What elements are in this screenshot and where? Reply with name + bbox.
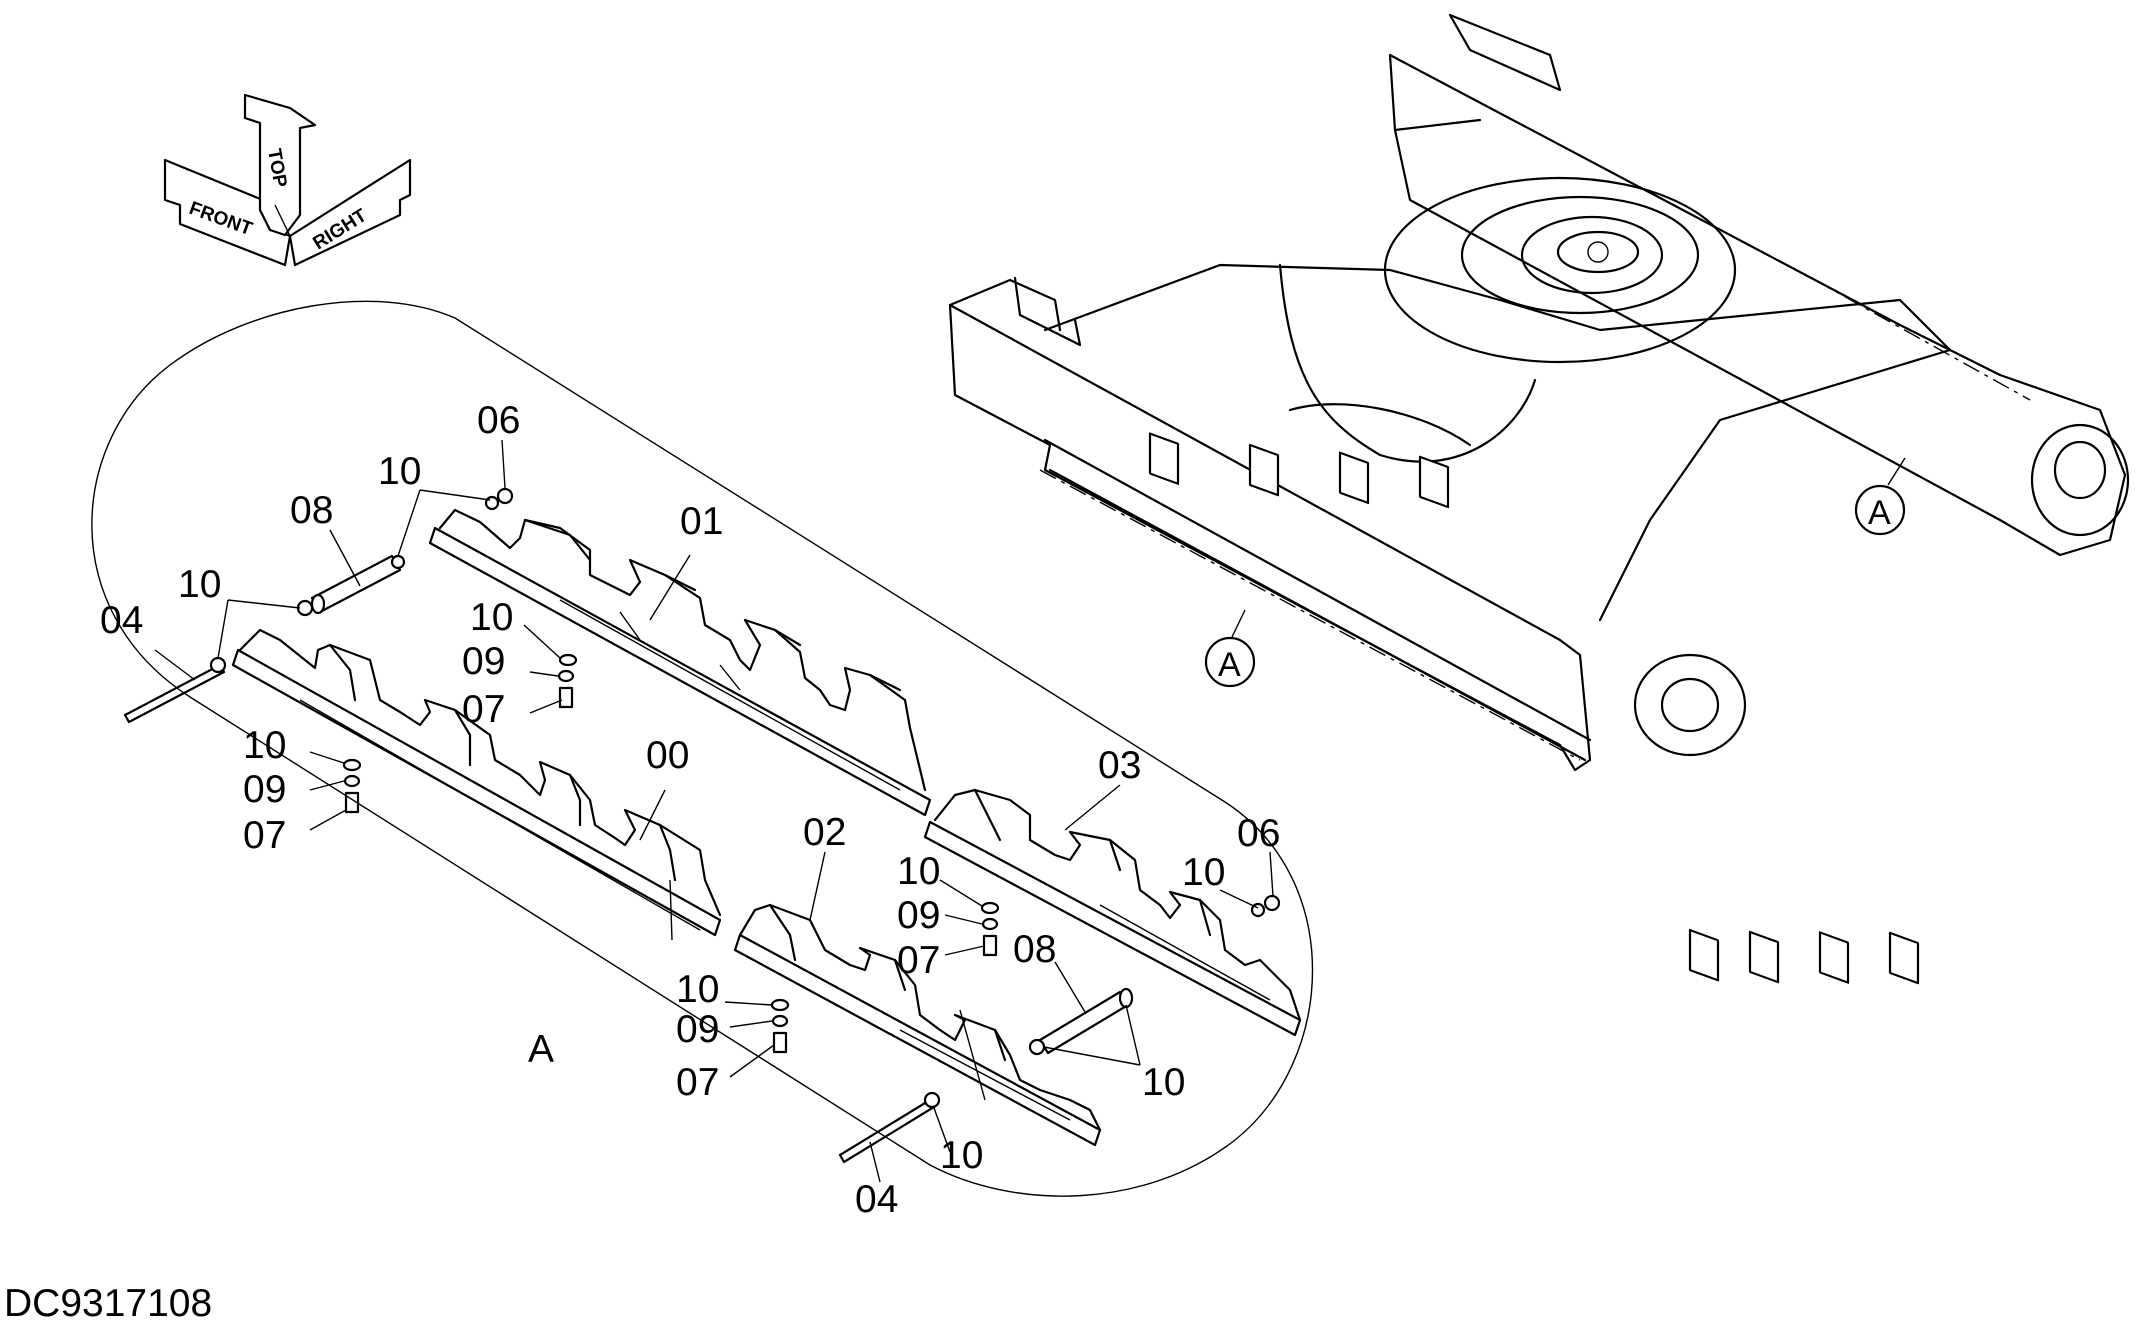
callout-01: 01	[680, 500, 723, 543]
frame-marker-a-right: A	[1868, 494, 1891, 532]
callout-06-upper: 06	[477, 399, 520, 442]
callout-10-bottom: 10	[940, 1134, 983, 1177]
callout-02: 02	[803, 811, 846, 854]
detail-a-label: A	[528, 1028, 554, 1071]
leader-lines	[154, 439, 1274, 1183]
hardware	[123, 487, 1281, 1164]
callout-10-left: 10	[178, 563, 221, 606]
callout-10-upper: 10	[378, 450, 421, 493]
undercarriage-frame: A A	[948, 13, 2130, 985]
callout-10-mid-right: 10	[897, 850, 940, 893]
callout-10-lower-mid: 10	[676, 968, 719, 1011]
callout-09-mid-right: 09	[897, 894, 940, 937]
part-03-track-guard	[923, 788, 1302, 1037]
part-01-track-guard	[428, 508, 932, 817]
callout-10-lower-right: 10	[1142, 1061, 1185, 1104]
callout-10-mid-upper: 10	[470, 596, 513, 639]
callout-04-bottom: 04	[855, 1178, 898, 1221]
callout-04-left: 04	[100, 599, 143, 642]
callout-08-right: 08	[1013, 928, 1056, 971]
callout-08-left: 08	[290, 489, 333, 532]
detail-a-boundary	[91, 300, 1314, 1197]
drawing-code: DC9317108	[4, 1282, 213, 1325]
callout-06-right: 06	[1237, 812, 1280, 855]
callout-03: 03	[1098, 744, 1141, 787]
part-00-track-guard	[231, 628, 722, 941]
callout-07-mid-upper: 07	[462, 688, 505, 731]
callout-09-mid-upper: 09	[462, 640, 505, 683]
callout-07-left-lower: 07	[243, 814, 286, 857]
callout-09-left-lower: 09	[243, 768, 286, 811]
callout-07-lower-mid: 07	[676, 1061, 719, 1104]
callout-10-left-lower: 10	[243, 724, 286, 767]
callout-00: 00	[646, 734, 689, 777]
part-02-track-guard	[733, 903, 1102, 1147]
callout-07-mid-right: 07	[897, 939, 940, 982]
callout-09-lower-mid: 09	[676, 1008, 719, 1051]
orientation-indicator: FRONT TOP RIGHT	[163, 93, 412, 267]
callouts: 06 10 08 01 10 04 10 09 07 00 10 09 07 0…	[100, 399, 1280, 1221]
frame-marker-a-left: A	[1218, 646, 1241, 684]
callout-10-right: 10	[1182, 851, 1225, 894]
